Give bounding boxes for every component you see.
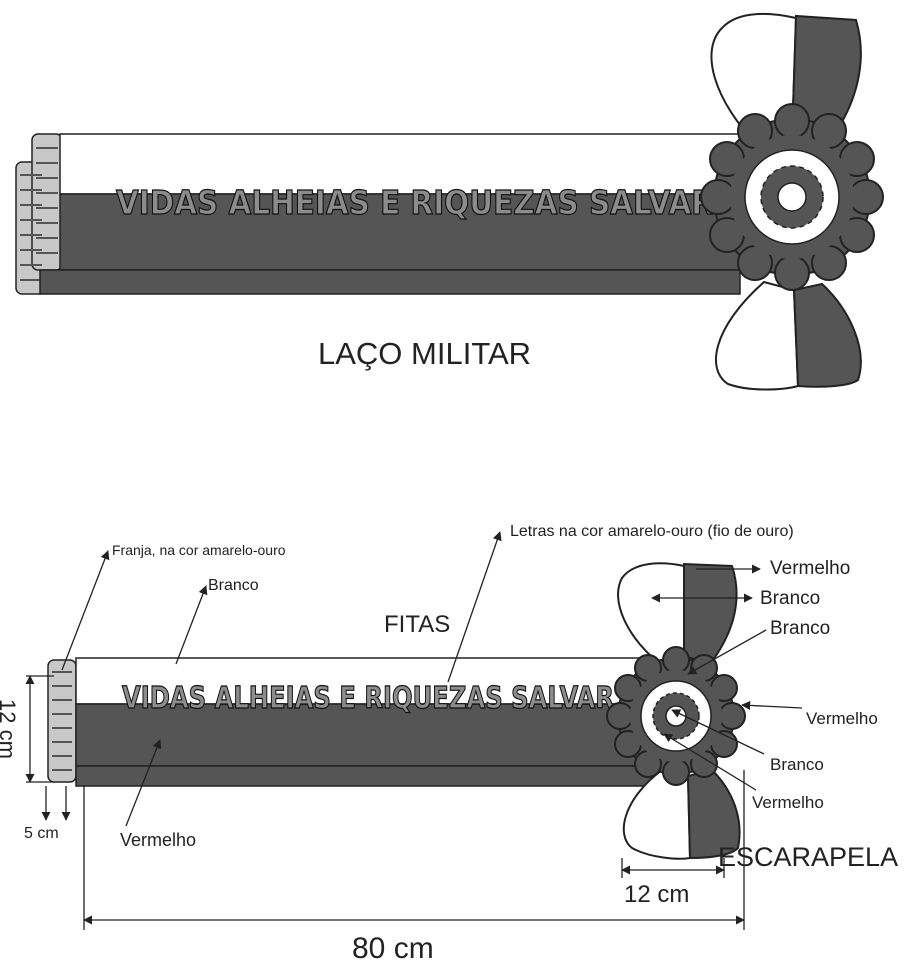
dimension-rosette-label: 12 cm: [624, 881, 689, 908]
label-branco-4: Branco: [770, 755, 824, 774]
leader-branco-3: [687, 629, 767, 675]
bottom-bow: [617, 562, 741, 860]
leader-vermelho-3: [663, 733, 757, 791]
label-franja: Franja, na cor amarelo-ouro: [112, 542, 286, 558]
label-vermelho-fita: Vermelho: [120, 830, 196, 850]
bottom-ribbon-figure: VIDAS ALHEIAS E RIQUEZAS SALVAR: [0, 523, 898, 963]
dimension-height-label: 12 cm: [0, 699, 20, 759]
leader-lines: [61, 531, 803, 827]
label-vermelho-1: Vermelho: [770, 558, 850, 579]
top-rosette: [700, 103, 884, 291]
leader-branco-4: [671, 709, 765, 755]
top-motto: VIDAS ALHEIAS E RIQUEZAS SALVAR: [116, 183, 714, 222]
label-vermelho-3: Vermelho: [752, 793, 824, 812]
leader-letras: [447, 531, 502, 683]
leader-vermelho-fita: [125, 739, 162, 827]
label-letras: Letras na cor amarelo-ouro (fio de ouro): [510, 523, 794, 540]
label-fitas: FITAS: [384, 611, 450, 638]
bottom-fringe: [47, 659, 77, 783]
label-branco-2: Branco: [760, 588, 820, 609]
top-ribbon-figure: VIDAS ALHEIAS E RIQUEZAS SALVAR LAÇO MIL…: [15, 12, 884, 391]
leader-franja: [61, 550, 110, 671]
bottom-ribbon-band: [75, 657, 657, 787]
label-vermelho-2: Vermelho: [806, 709, 878, 728]
label-escarapela: ESCARAPELA: [718, 842, 898, 872]
bottom-motto: VIDAS ALHEIAS E RIQUEZAS SALVAR: [122, 681, 614, 716]
leader-vermelho-2: [741, 700, 803, 710]
dimension-lines: [25, 675, 745, 930]
leader-branco-fita: [175, 585, 208, 665]
label-branco-3: Branco: [770, 618, 830, 639]
top-caption: LAÇO MILITAR: [318, 336, 531, 371]
dimension-total-label: 80 cm: [352, 932, 434, 963]
dimension-fringe-label: 5 cm: [24, 825, 59, 842]
label-branco-fita: Branco: [208, 577, 259, 594]
